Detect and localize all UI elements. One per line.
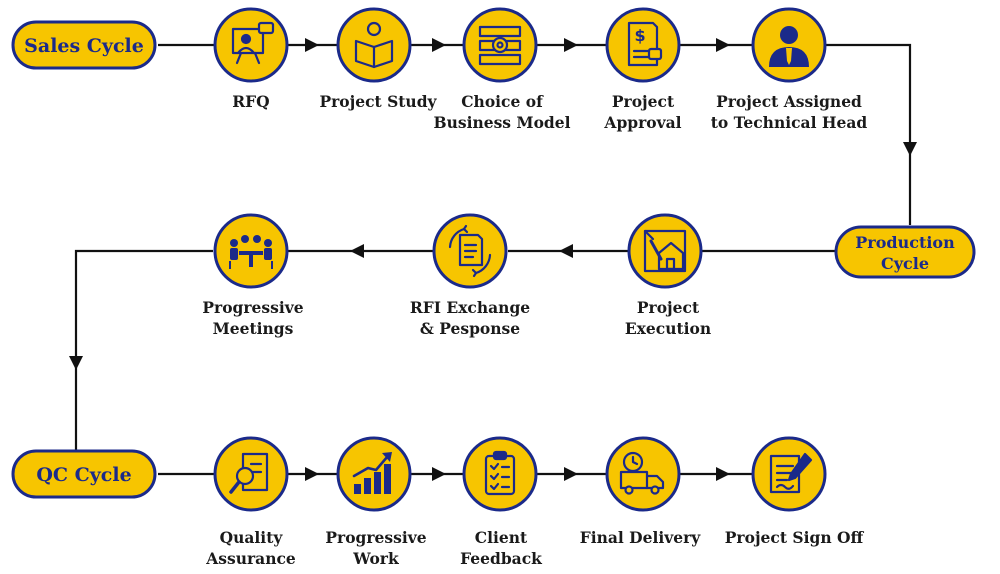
sales-cycle-label: Sales Cycle [24,35,144,57]
step-label-project-approval: Project Approval [604,92,682,132]
production-cycle-label-line1: Production [855,233,955,252]
qc-cycle-pill: QC Cycle [11,449,157,499]
growth-chart-icon [352,452,392,494]
step-circles [213,7,827,512]
svg-text:$: $ [634,26,645,45]
step-label-progressive-meetings: Progressive Meetings [202,298,304,338]
step-circle [462,436,538,512]
step-label-rfi-exchange: RFI Exchange & Pesponse [409,298,531,338]
step-circle [213,7,289,83]
checklist-icon [484,450,516,496]
step-label-quality-assurance: Quality Assurance [206,528,296,568]
step-label-client-feedback: Client Feedback [460,528,542,568]
step-circle [605,7,681,83]
inspection-icon [229,452,269,494]
arrow-right [564,467,578,481]
blueprint-icon [643,229,687,273]
step-circle [627,213,703,289]
delivery-truck-icon [619,451,665,495]
arrow-right [305,467,319,481]
step-circle [336,7,412,83]
production-cycle-pill: Production Cycle [834,225,976,279]
sales-cycle-pill: Sales Cycle [11,20,157,70]
arrow-right [432,38,446,52]
arrow-right [564,38,578,52]
step-circle [751,7,827,83]
step-label-business-model: Choice of Business Model [433,92,571,132]
arrow-right [716,467,730,481]
qc-cycle-label: QC Cycle [36,464,131,486]
step-label-final-delivery: Final Delivery [579,528,701,547]
arrow-left [559,244,573,258]
arrowheads [69,38,917,481]
reading-icon [354,21,394,69]
arrow-right [305,38,319,52]
arrow-right [716,38,730,52]
model-icon [478,25,522,66]
step-label-project-study: Project Study [319,92,437,111]
invoice-icon: $ [627,21,663,67]
arrow-right [432,467,446,481]
document-exchange-icon [448,224,492,278]
arrow-left [350,244,364,258]
arrow-down [903,142,917,156]
step-label-progressive-work: Progressive Work [325,528,427,568]
step-label-technical-head: Project Assigned to Technical Head [710,92,868,132]
step-label-project-sign-off: Project Sign Off [724,528,864,547]
manager-icon [769,26,809,67]
presentation-icon [231,21,275,65]
arrow-down [69,356,83,370]
sign-off-icon [769,452,813,494]
step-circle [605,436,681,512]
step-label-rfq: RFQ [232,92,270,111]
meeting-icon [229,235,273,269]
step-label-project-execution: Project Execution [624,298,712,338]
production-cycle-label-line2: Cycle [881,254,929,273]
